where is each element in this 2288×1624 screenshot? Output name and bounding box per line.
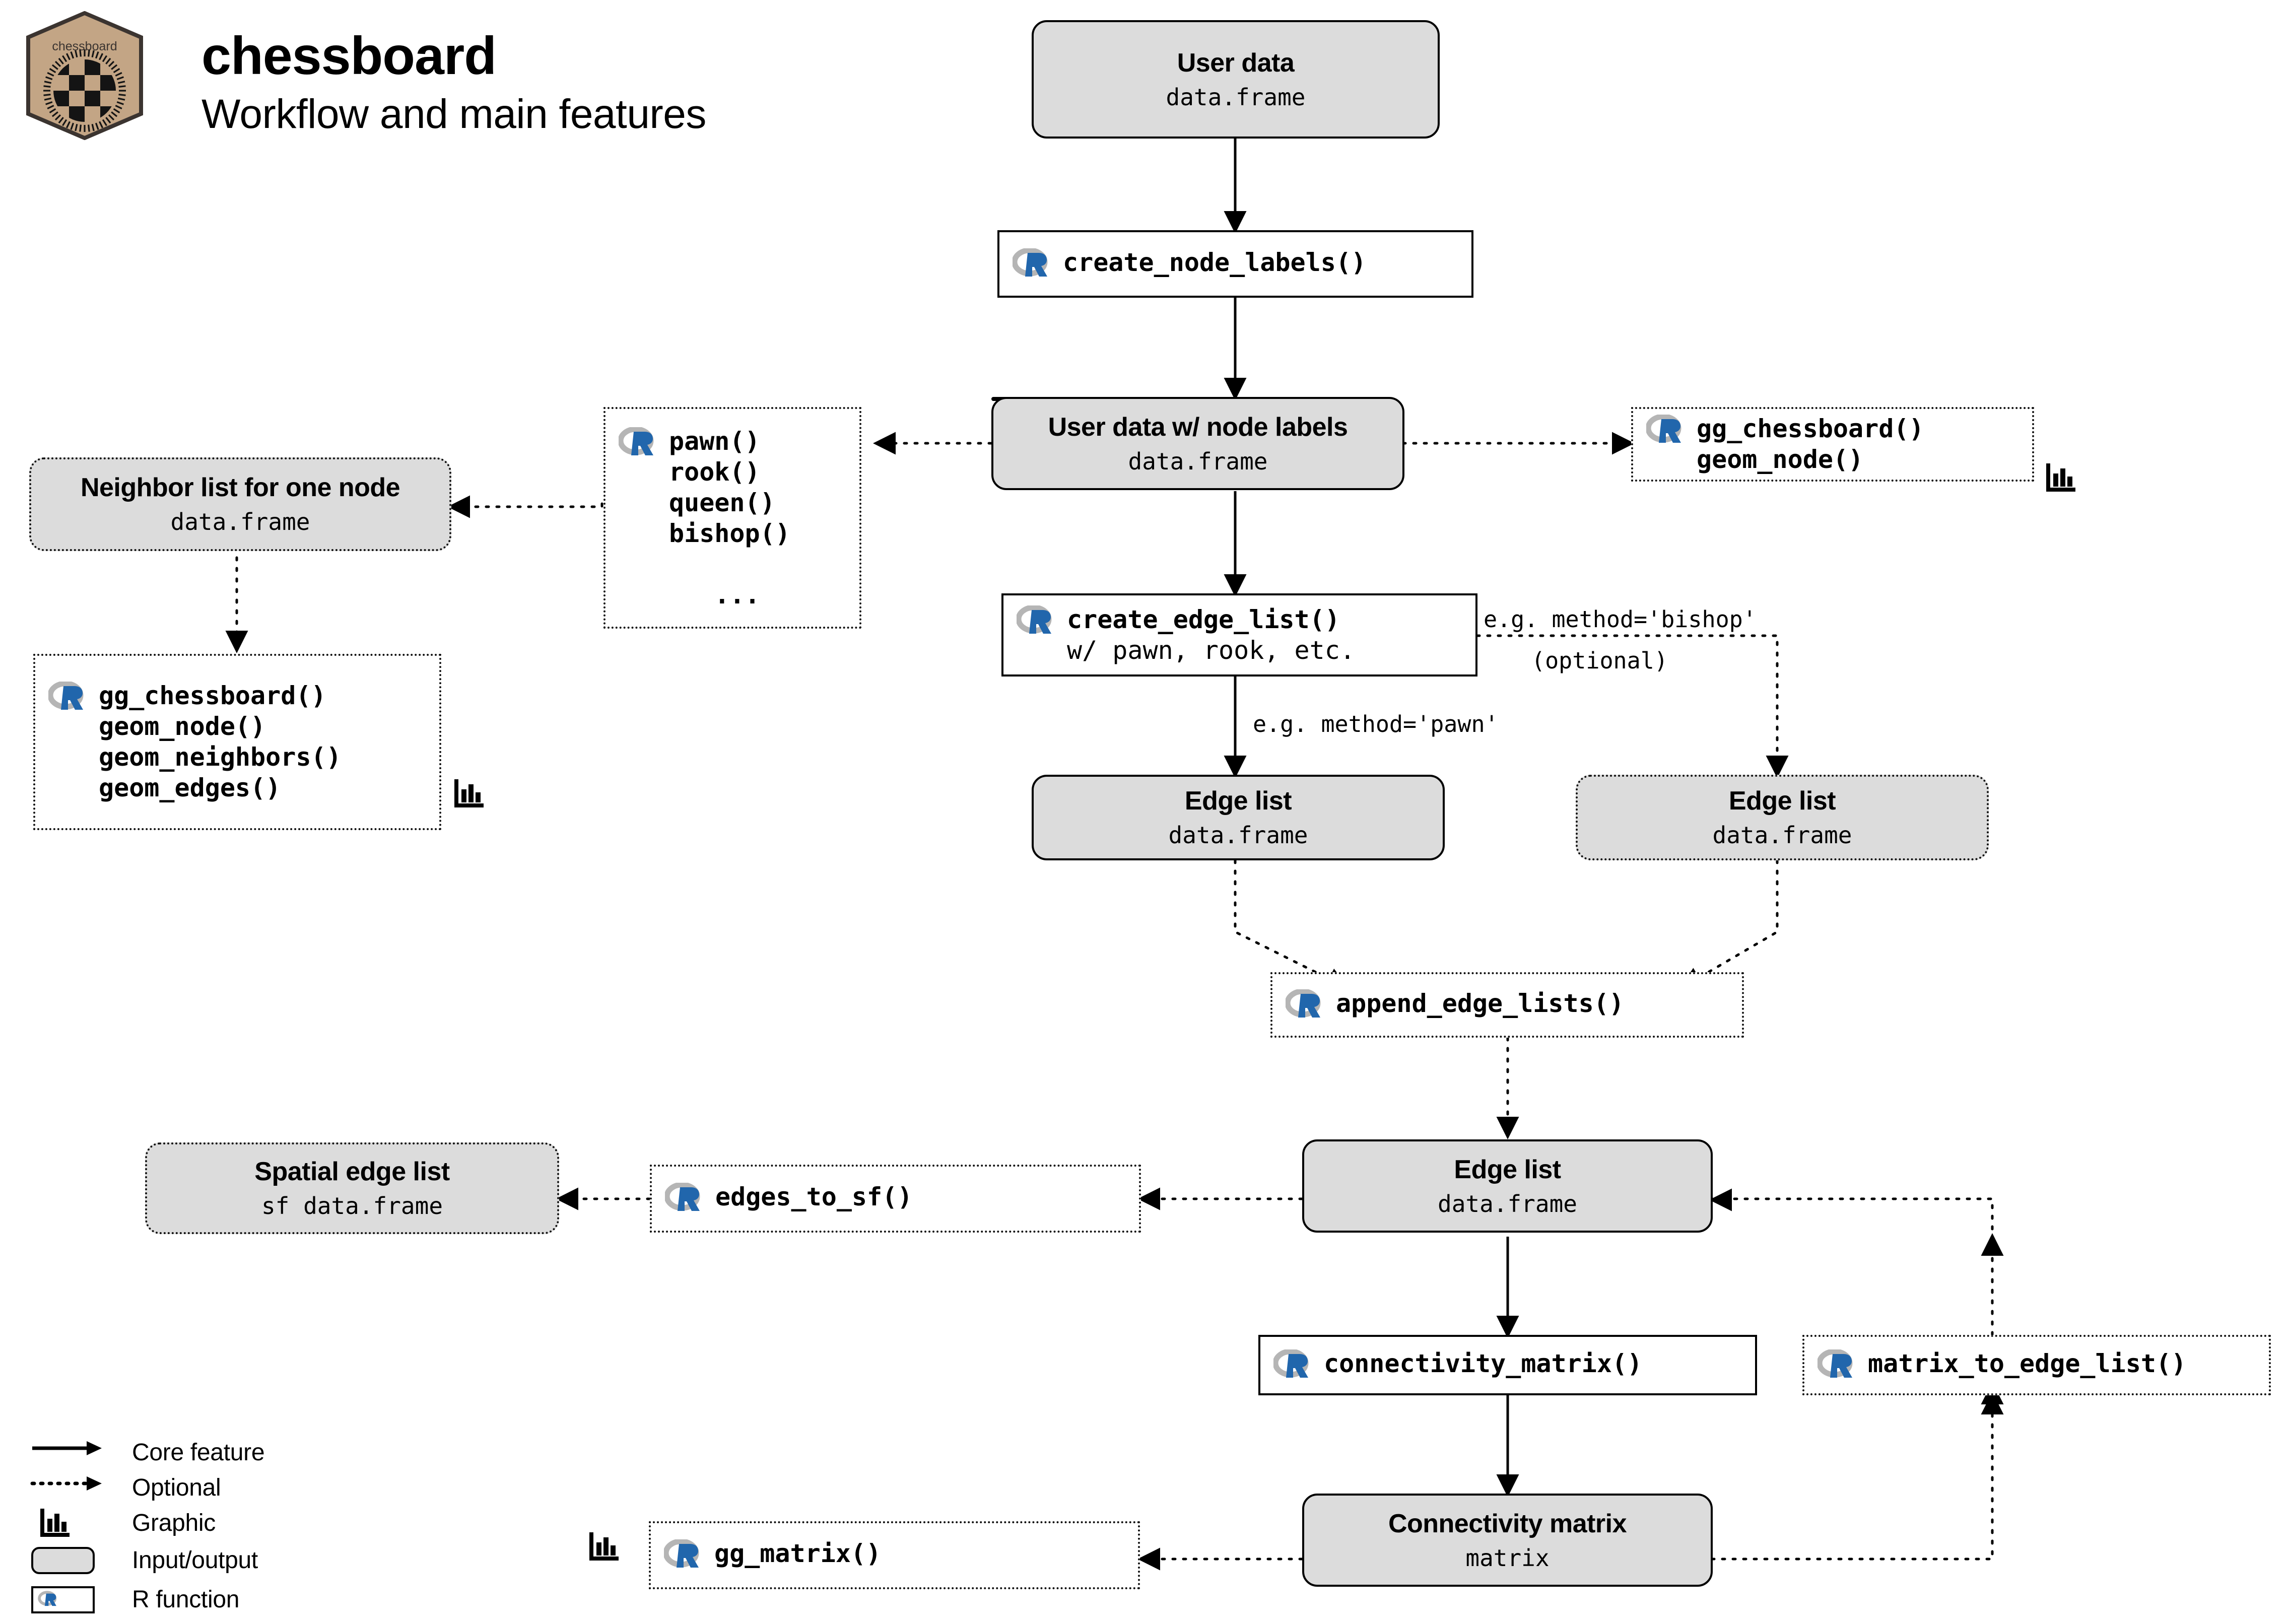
- node-edge-list-bishop: Edge list data.frame: [1576, 775, 1989, 860]
- function-label: gg_matrix(): [714, 1539, 882, 1568]
- function-label: create_edge_list(): [1067, 604, 1340, 634]
- r-logo-icon: [47, 681, 86, 714]
- node-title: Edge list: [1184, 786, 1292, 816]
- node-piece-functions[interactable]: pawn() rook() queen() bishop() ...: [603, 407, 861, 629]
- rounded-box-icon: [30, 1545, 121, 1575]
- r-logo-icon: [1012, 247, 1050, 281]
- node-spatial-edge-list: Spatial edge list sf data.frame: [145, 1142, 559, 1234]
- node-subtitle: data.frame: [1128, 447, 1268, 475]
- edge-label-bishop-method: e.g. method='bishop': [1484, 606, 1757, 633]
- bar-chart-icon: [454, 779, 484, 807]
- page-title: chessboard: [201, 26, 497, 86]
- r-logo-icon: [1285, 988, 1323, 1022]
- chessboard-logo: chessboard: [26, 11, 143, 140]
- legend-item-optional: Optional: [30, 1470, 264, 1505]
- node-gg-chessboard-node[interactable]: gg_chessboard() geom_node(): [1631, 407, 2034, 482]
- edge-label-optional: (optional): [1531, 647, 1668, 674]
- legend-item-input-output: Input/output: [30, 1540, 264, 1580]
- node-connectivity-matrix-fn[interactable]: connectivity_matrix(): [1258, 1335, 1757, 1395]
- node-title: Spatial edge list: [254, 1157, 450, 1187]
- node-edge-list-main: Edge list data.frame: [1302, 1139, 1713, 1233]
- dotted-arrow-icon: [30, 1472, 121, 1503]
- node-neighbor-list: Neighbor list for one node data.frame: [29, 457, 451, 551]
- legend-item-r-function: R function: [30, 1580, 264, 1619]
- node-subtitle: data.frame: [1438, 1190, 1577, 1217]
- node-subtitle: data.frame: [1168, 822, 1308, 849]
- node-user-data: User data data.frame: [1032, 20, 1440, 139]
- page-title-block: chessboard Workflow and main features: [201, 29, 706, 135]
- r-logo-icon: [1816, 1348, 1855, 1382]
- node-create-edge-list[interactable]: create_edge_list() w/ pawn, rook, etc.: [1001, 593, 1477, 676]
- legend-label: Optional: [132, 1474, 221, 1501]
- function-label: gg_chessboard() geom_node(): [1697, 414, 1924, 474]
- node-edge-list-pawn: Edge list data.frame: [1032, 775, 1445, 860]
- page-subtitle: Workflow and main features: [201, 91, 706, 137]
- node-gg-neighbors[interactable]: gg_chessboard() geom_node() geom_neighbo…: [33, 654, 441, 830]
- node-title: Edge list: [1454, 1155, 1561, 1184]
- legend-label: Graphic: [132, 1509, 216, 1536]
- legend-label: Core feature: [132, 1439, 265, 1466]
- node-subtitle: data.frame: [170, 508, 310, 536]
- legend-item-core-feature: Core feature: [30, 1435, 265, 1470]
- node-edges-to-sf[interactable]: edges_to_sf(): [650, 1165, 1141, 1233]
- r-logo-icon: [664, 1182, 702, 1215]
- node-subtitle: matrix: [1465, 1544, 1550, 1572]
- node-subtitle: sf data.frame: [261, 1192, 443, 1220]
- bar-chart-icon: [589, 1532, 619, 1561]
- function-sublabel: w/ pawn, rook, etc.: [1067, 635, 1355, 665]
- r-logo-icon: [1645, 414, 1684, 447]
- node-user-data-with-labels: User data w/ node labels data.frame: [991, 397, 1404, 490]
- function-label: pawn() rook() queen() bishop() ...: [669, 427, 790, 610]
- node-matrix-to-edge-list[interactable]: matrix_to_edge_list(): [1802, 1335, 2271, 1395]
- function-label: append_edge_lists(): [1336, 988, 1624, 1018]
- node-title: User data: [1177, 48, 1295, 78]
- node-append-edge-lists[interactable]: append_edge_lists(): [1270, 972, 1744, 1038]
- bar-chart-icon: [30, 1508, 121, 1538]
- solid-arrow-icon: [30, 1437, 121, 1467]
- node-title: Connectivity matrix: [1388, 1509, 1627, 1538]
- function-label: gg_chessboard() geom_node() geom_neighbo…: [99, 681, 342, 802]
- node-title: Edge list: [1728, 786, 1836, 816]
- function-label: connectivity_matrix(): [1324, 1348, 1643, 1378]
- legend-label: R function: [132, 1586, 240, 1613]
- function-label: edges_to_sf(): [715, 1182, 913, 1211]
- r-logo-icon: [1016, 604, 1054, 638]
- legend-item-graphic: Graphic: [30, 1505, 264, 1540]
- node-create-node-labels[interactable]: create_node_labels(): [997, 230, 1473, 298]
- node-title: User data w/ node labels: [1048, 412, 1348, 442]
- bar-chart-icon: [2046, 463, 2075, 492]
- legend: Core feature Optional Graphic Input: [30, 1435, 265, 1619]
- function-label: matrix_to_edge_list(): [1868, 1348, 2187, 1378]
- legend-label: Input/output: [132, 1546, 258, 1574]
- r-logo-icon: [1272, 1348, 1311, 1382]
- r-logo-icon: [663, 1538, 701, 1572]
- r-logo-icon: [618, 426, 656, 460]
- r-function-box-icon: [30, 1584, 121, 1614]
- node-subtitle: data.frame: [1166, 83, 1306, 111]
- edge-label-pawn-method: e.g. method='pawn': [1253, 711, 1499, 737]
- node-gg-matrix[interactable]: gg_matrix(): [649, 1521, 1140, 1589]
- function-label: create_node_labels(): [1063, 247, 1367, 277]
- node-connectivity-matrix: Connectivity matrix matrix: [1302, 1494, 1713, 1587]
- node-subtitle: data.frame: [1712, 822, 1852, 849]
- node-title: Neighbor list for one node: [80, 473, 400, 503]
